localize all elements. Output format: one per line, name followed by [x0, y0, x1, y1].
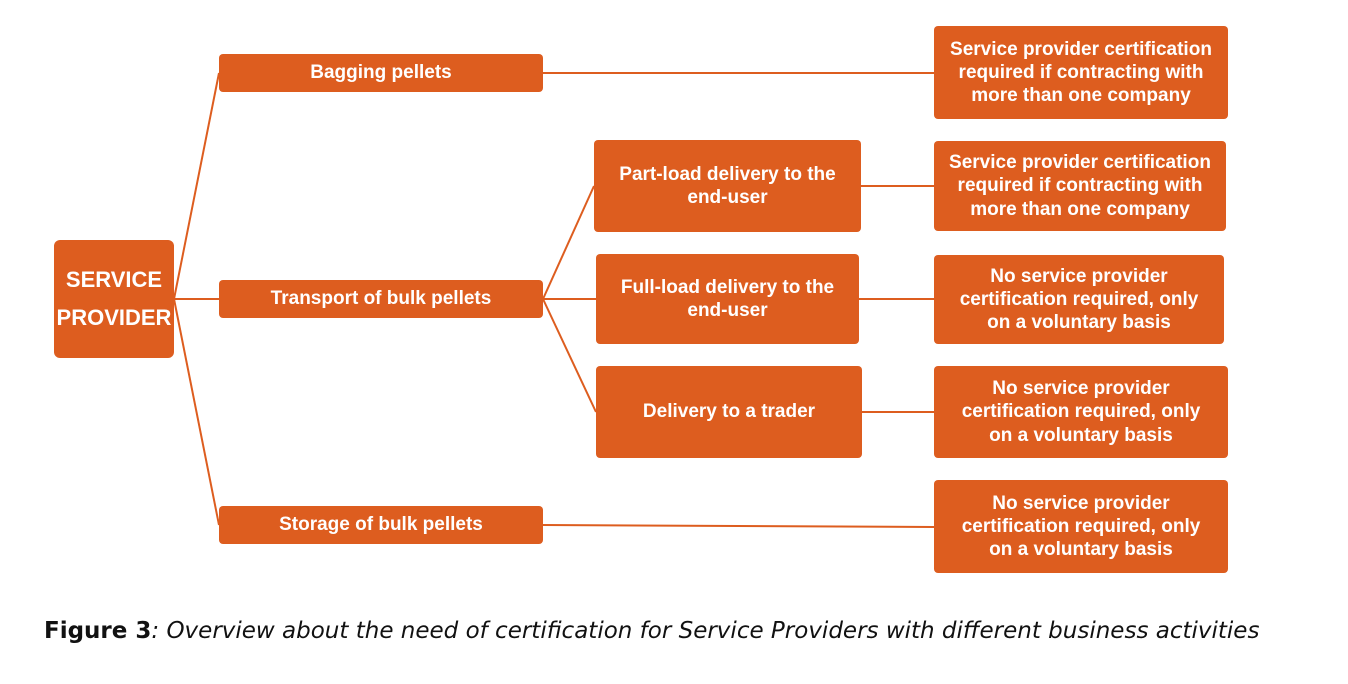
root-line-2: PROVIDER [56, 305, 172, 330]
connector-transport-partload [542, 185, 595, 300]
connector-storage-outcome [542, 524, 935, 528]
part-load-delivery-box: Part-load delivery to the end-user [594, 140, 861, 232]
outcome-storage-box: No service provider certification requir… [934, 480, 1228, 573]
figure-caption: Figure 3: Overview about the need of cer… [44, 618, 1304, 644]
connector-root-storage [173, 298, 220, 526]
outcome-full-load-box: No service provider certification requir… [934, 255, 1224, 344]
outcome-part-load-box: Service provider certification required … [934, 141, 1226, 231]
outcome-bagging-box: Service provider certification required … [934, 26, 1228, 119]
bagging-pellets-box: Bagging pellets [219, 54, 543, 92]
outcome-trader-box: No service provider certification requir… [934, 366, 1228, 458]
delivery-to-trader-box: Delivery to a trader [596, 366, 862, 458]
transport-bulk-pellets-box: Transport of bulk pellets [219, 280, 543, 318]
caption-text: : Overview about the need of certificati… [151, 618, 1260, 644]
connector-root-bagging [173, 72, 220, 300]
storage-bulk-pellets-box: Storage of bulk pellets [219, 506, 543, 544]
root-line-1: SERVICE [65, 266, 163, 292]
connector-transport-trader [542, 298, 597, 413]
service-provider-box: SERVICE PROVIDER [54, 240, 174, 358]
full-load-delivery-box: Full-load delivery to the end-user [596, 254, 859, 344]
caption-label: Figure 3 [44, 618, 152, 644]
